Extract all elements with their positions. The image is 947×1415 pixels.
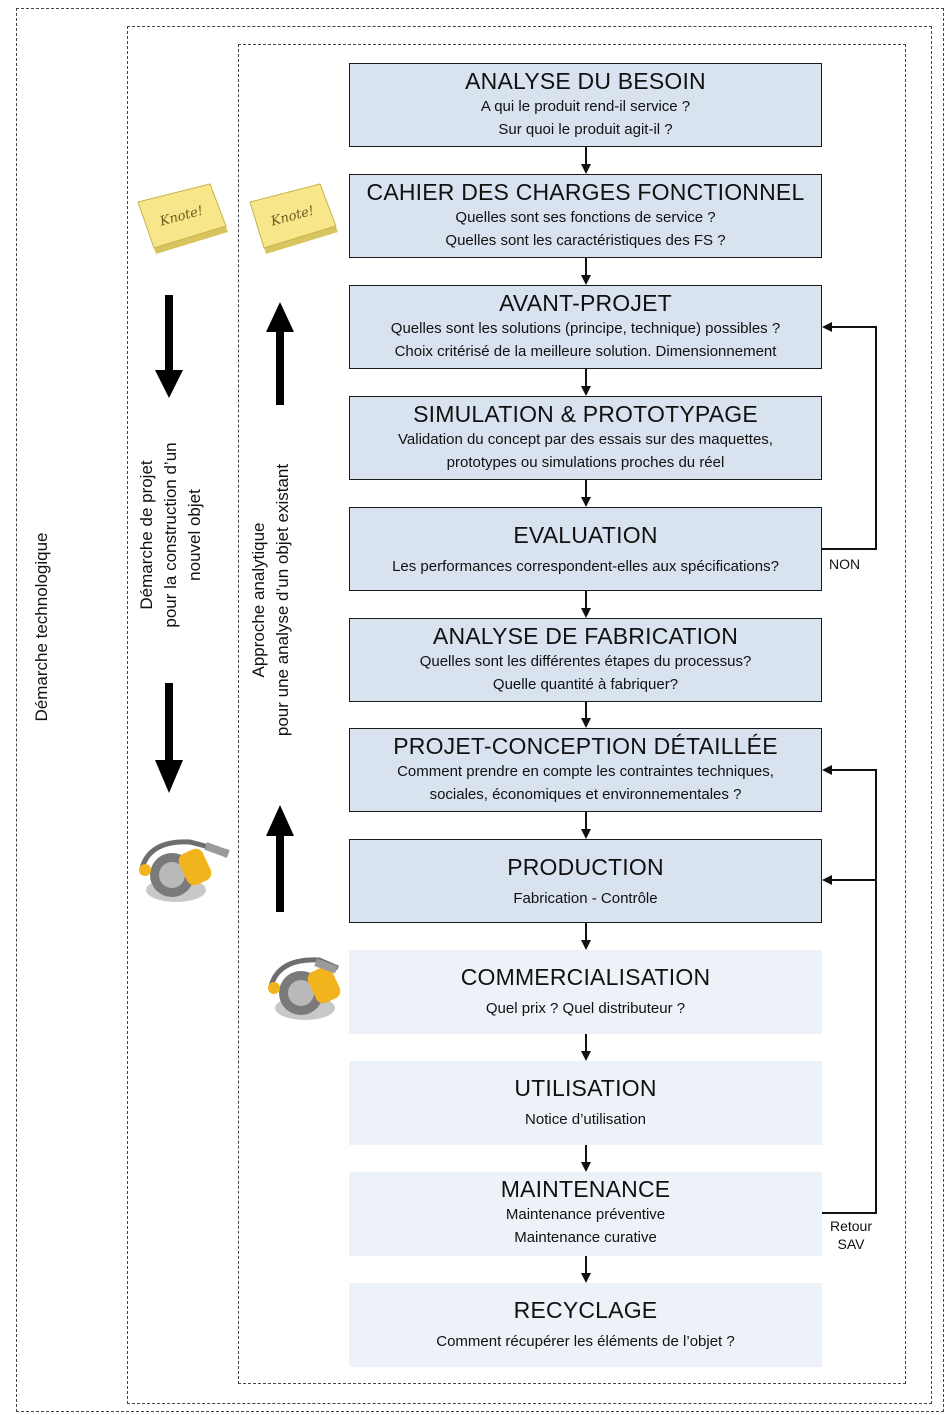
step-analyse-fabrication: ANALYSE DE FABRICATION Quelles sont les … <box>349 618 822 702</box>
project-frame <box>127 26 932 1404</box>
step-title: PROJET-CONCEPTION DÉTAILLÉE <box>393 733 778 759</box>
step-desc-line1: Fabrication - Contrôle <box>513 890 658 907</box>
step-desc-line1: Quel prix ? Quel distributeur ? <box>485 1000 686 1017</box>
step-projet-conception: PROJET-CONCEPTION DÉTAILLÉE Comment pren… <box>349 728 822 812</box>
step-desc-line1: A qui le produit rend-il service ? <box>480 98 691 115</box>
step-desc-line2: Maintenance curative <box>514 1229 657 1246</box>
retour-label: Retour <box>829 1218 873 1234</box>
step-desc-line1: Validation du concept par des essais sur… <box>398 431 773 448</box>
sav-label: SAV <box>837 1236 865 1252</box>
retour-sav-label: Retour SAV <box>820 1217 882 1253</box>
step-title: MAINTENANCE <box>500 1176 671 1202</box>
step-desc-line1: Comment prendre en compte les contrainte… <box>397 763 774 780</box>
step-maintenance: MAINTENANCE Maintenance préventive Maint… <box>349 1172 822 1256</box>
up-arrow-icon <box>266 302 294 405</box>
step-title: RECYCLAGE <box>513 1297 658 1323</box>
up-arrow-icon <box>266 805 294 912</box>
step-desc-line1: Comment récupérer les éléments de l’obje… <box>436 1333 735 1350</box>
retour-sav-arrow <box>822 765 877 1214</box>
outer-frame <box>16 8 944 1412</box>
step-production: PRODUCTION Fabrication - Contrôle <box>349 839 822 923</box>
step-title: PRODUCTION <box>507 854 664 880</box>
step-utilisation: UTILISATION Notice d’utilisation <box>349 1061 822 1145</box>
non-label: NON <box>829 556 861 572</box>
analytic-frame <box>238 44 906 1384</box>
vacuum-cleaner-icon <box>139 839 230 902</box>
step-title: ANALYSE DE FABRICATION <box>432 623 739 649</box>
step-cahier-des-charges: CAHIER DES CHARGES FONCTIONNEL Quelles s… <box>349 174 822 258</box>
down-arrow-icon <box>155 295 183 398</box>
step-commercialisation: COMMERCIALISATION Quel prix ? Quel distr… <box>349 950 822 1034</box>
step-desc-line2: Quelle quantité à fabriquer? <box>492 676 679 693</box>
step-title: EVALUATION <box>513 522 658 548</box>
step-desc-line1: Quelles sont ses fonctions de service ? <box>455 209 716 226</box>
step-title: UTILISATION <box>514 1075 657 1101</box>
step-simulation-prototypage: SIMULATION & PROTOTYPAGE Validation du c… <box>349 396 822 480</box>
step-recyclage: RECYCLAGE Comment récupérer les éléments… <box>349 1283 822 1367</box>
step-title: COMMERCIALISATION <box>460 964 711 990</box>
step-title: CAHIER DES CHARGES FONCTIONNEL <box>366 179 805 205</box>
step-evaluation: EVALUATION Les performances corresponden… <box>349 507 822 591</box>
step-title: SIMULATION & PROTOTYPAGE <box>413 401 758 427</box>
step-analyse-besoin: ANALYSE DU BESOIN A qui le produit rend-… <box>349 63 822 147</box>
step-desc-line2: Quelles sont les caractéristiques des FS… <box>445 232 726 249</box>
vacuum-cleaner-icon <box>268 957 341 1020</box>
step-desc-line2: sociales, économiques et environnemental… <box>429 786 742 803</box>
step-desc-line2: Choix critérisé de la meilleure solution… <box>394 343 777 360</box>
step-desc-line1: Maintenance préventive <box>505 1206 666 1223</box>
step-desc-line2: prototypes ou simulations proches du rée… <box>446 454 725 471</box>
non-feedback-arrow <box>822 322 877 550</box>
step-desc-line1: Les performances correspondent-elles aux… <box>392 558 779 575</box>
step-desc-line1: Quelles sont les solutions (principe, te… <box>390 320 781 337</box>
sticky-note-icon: Knote! <box>249 183 338 254</box>
step-title: ANALYSE DU BESOIN <box>465 68 706 94</box>
step-desc-line2: Sur quoi le produit agit-il ? <box>498 121 673 138</box>
down-arrow-icon <box>155 683 183 793</box>
step-avant-projet: AVANT-PROJET Quelles sont les solutions … <box>349 285 822 369</box>
sticky-note-icon: Knote! <box>137 183 228 254</box>
step-title: AVANT-PROJET <box>499 290 672 316</box>
step-desc-line1: Notice d’utilisation <box>525 1111 646 1128</box>
step-desc-line1: Quelles sont les différentes étapes du p… <box>419 653 752 670</box>
